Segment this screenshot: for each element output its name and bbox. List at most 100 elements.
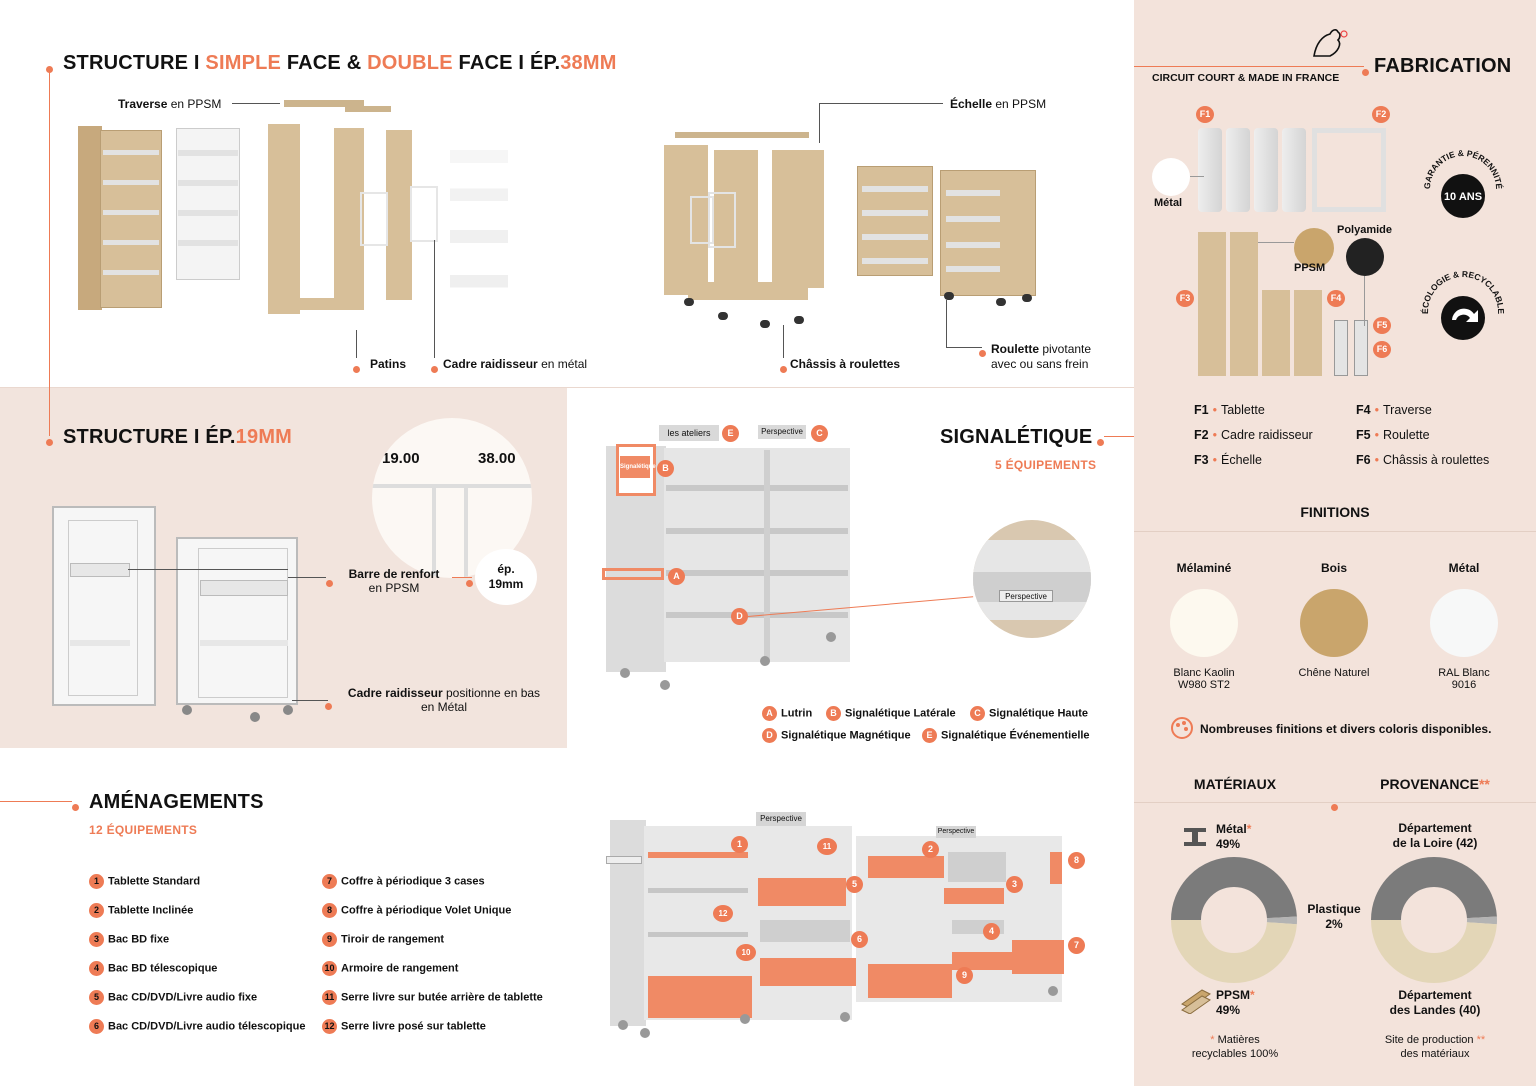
provenance-note: Site de production **des matériaux <box>1384 1034 1486 1060</box>
provenance-donut-chart <box>1371 857 1497 983</box>
fab-tag-F4: F4 <box>1327 290 1345 307</box>
material-ppsm-label: PPSM <box>1294 262 1326 274</box>
equip-top-sign-1: Perspective <box>756 812 806 826</box>
part-F2: F2•Cadre raidisseur <box>1194 428 1313 442</box>
leader-echelle <box>819 103 943 104</box>
svg-text:10 ANS: 10 ANS <box>1444 191 1482 203</box>
equip-marker-12: 12 <box>713 905 733 922</box>
label-cadre-raidisseur: Cadre raidisseur en métal <box>443 357 588 371</box>
part-F5: F5•Roulette <box>1356 428 1430 442</box>
equip-marker-11: 11 <box>817 838 837 855</box>
leader-chassis <box>783 325 784 358</box>
leader-cadre19 <box>292 700 328 701</box>
amenagements-subtitle: 12 ÉQUIPEMENTS <box>89 823 198 837</box>
equip-marker-5: 5 <box>846 876 863 893</box>
leader-cadre <box>434 240 435 358</box>
label-echelle: Échelle en PPSM <box>950 97 1047 111</box>
label-roulette: Roulette pivotante <box>991 342 1092 356</box>
part-F6: F6•Châssis à roulettes <box>1356 453 1490 467</box>
equip-marker-6: 6 <box>851 931 868 948</box>
magnetic-sign-zoom: Perspective <box>973 520 1091 638</box>
equip-marker-3: 3 <box>1006 876 1023 893</box>
finitions-note: Nombreuses finitions et divers coloris d… <box>1200 722 1492 736</box>
leader-patins <box>356 330 357 358</box>
part-F1: F1•Tablette <box>1194 403 1265 417</box>
marker-A: A <box>668 568 685 585</box>
amenagements-title: AMÉNAGEMENTS <box>89 791 264 813</box>
equip-top-sign-2: Perspective <box>936 826 976 838</box>
part-F4: F4•Traverse <box>1356 403 1432 417</box>
marker-E: E <box>722 425 739 442</box>
label-chassis: Châssis à roulettes <box>790 357 901 371</box>
recycle-seal-icon: ÉCOLOGIE & RECYCLABLE <box>1416 262 1510 356</box>
leader-roulette <box>946 300 947 347</box>
part-F3: F3•Échelle <box>1194 453 1262 467</box>
equip-marker-2: 2 <box>922 841 939 858</box>
dimension-38: 38.00 <box>478 450 516 467</box>
provenance-segment-1 <box>1371 857 1497 983</box>
guarantee-seal-icon: GARANTIE & PÉRENNITÉ 10 ANS <box>1416 142 1510 236</box>
materiaux-metal: Métal*49% <box>1216 822 1252 851</box>
vertical-connector <box>49 68 50 436</box>
finish-swatch-bois <box>1300 589 1368 657</box>
fabrication-title: FABRICATION <box>1374 55 1512 77</box>
materiaux-segment-1 <box>1171 857 1297 983</box>
provenance-title: PROVENANCE** <box>1380 776 1490 792</box>
fabrication-subtitle: CIRCUIT COURT & MADE IN FRANCE <box>1152 72 1340 84</box>
steel-beam-icon <box>1180 822 1210 852</box>
material-metal-label: Métal <box>1154 197 1183 209</box>
rooster-icon <box>1308 26 1348 62</box>
marker-B: B <box>657 460 674 477</box>
material-polyamide-label: Polyamide <box>1337 224 1393 236</box>
marker-D: D <box>731 608 748 625</box>
fab-tag-F5: F5 <box>1373 317 1391 334</box>
signaletique-subtitle: 5 ÉQUIPEMENTS <box>995 458 1097 472</box>
finish-metal: Métal RAL Blanc 9016 <box>1414 561 1514 691</box>
equip-marker-9: 9 <box>956 967 973 984</box>
fab-tag-F2: F2 <box>1372 106 1390 123</box>
signaletique-title: SIGNALÉTIQUE <box>940 426 1093 448</box>
finish-swatch-metal <box>1430 589 1498 657</box>
fab-tag-F3: F3 <box>1176 290 1194 307</box>
label-patins: Patins <box>370 357 407 371</box>
equip-marker-1: 1 <box>731 836 748 853</box>
thickness-badge: ép.19mm <box>475 549 537 605</box>
finish-swatch-melamine <box>1170 589 1238 657</box>
materiaux-segment-2 <box>1171 857 1297 983</box>
structure19-title: STRUCTURE I ÉP.19MM <box>63 426 293 448</box>
equip-marker-10: 10 <box>736 944 756 961</box>
leader-echelle-v <box>819 103 820 143</box>
materiaux-title: MATÉRIAUX <box>1193 776 1277 792</box>
materiaux-ppsm: PPSM*49% <box>1216 988 1255 1017</box>
palette-icon <box>1170 716 1194 740</box>
leader-roulette-h <box>946 347 982 348</box>
materiaux-donut-chart <box>1171 857 1297 983</box>
finish-melamine: Mélaminé Blanc Kaolin W980 ST2 <box>1154 561 1254 691</box>
event-sign: les ateliers <box>659 425 719 441</box>
provenance-segment-2 <box>1371 857 1497 983</box>
structure38-title: STRUCTURE I SIMPLE FACE & DOUBLE FACE I … <box>63 52 617 74</box>
equip-marker-8: 8 <box>1068 852 1085 869</box>
magnetic-sign: Perspective <box>999 590 1053 602</box>
label-roulette-line2: avec ou sans frein <box>991 357 1089 371</box>
wood-planks-icon <box>1180 984 1212 1015</box>
leader-barre2 <box>288 577 326 578</box>
divider-horizontal <box>0 387 1134 388</box>
equip-marker-7: 7 <box>1068 937 1085 954</box>
